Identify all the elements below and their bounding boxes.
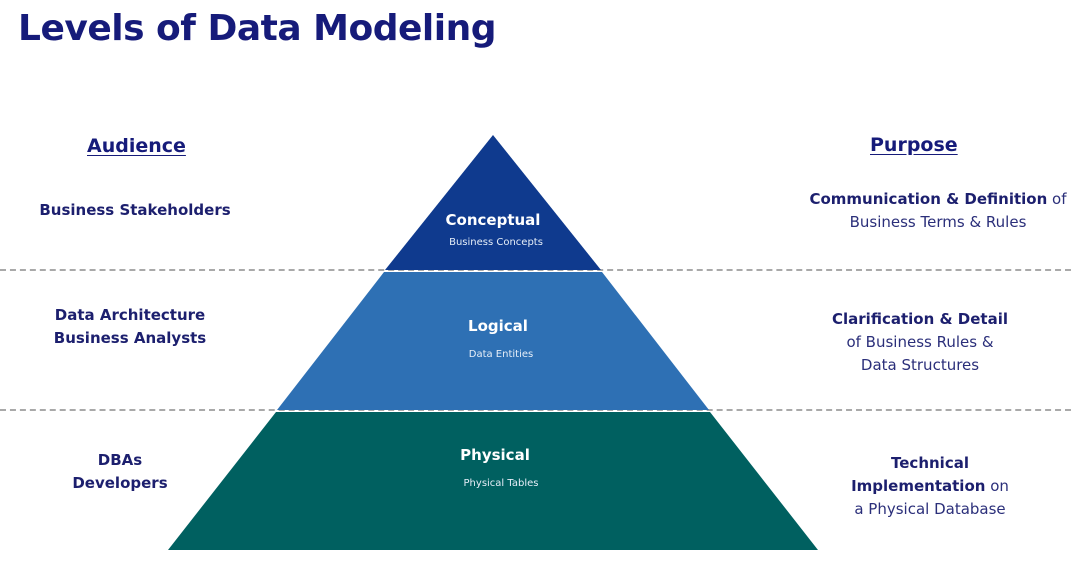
purpose-text: a Physical Database bbox=[854, 500, 1006, 518]
audience-header: Audience bbox=[87, 135, 186, 157]
audience-conceptual: Business Stakeholders bbox=[20, 199, 250, 222]
audience-line: Data Architecture bbox=[54, 306, 206, 324]
level-name-conceptual: Conceptual bbox=[445, 211, 541, 229]
audience-logical: Data Architecture Business Analysts bbox=[20, 304, 240, 350]
level-subtitle-conceptual: Business Concepts bbox=[449, 237, 543, 248]
audience-line: Business Stakeholders bbox=[39, 201, 231, 219]
pyramid-level-logical bbox=[277, 272, 709, 410]
purpose-bold: Clarification & Detail bbox=[832, 310, 1008, 328]
purpose-text: of bbox=[1047, 190, 1067, 208]
pyramid-level-conceptual bbox=[385, 135, 601, 270]
purpose-bold: Implementation bbox=[851, 477, 986, 495]
level-subtitle-physical: Physical Tables bbox=[463, 478, 539, 489]
purpose-logical: Clarification & Detail of Business Rules… bbox=[780, 308, 1060, 377]
purpose-text: on bbox=[985, 477, 1009, 495]
level-name-physical: Physical bbox=[460, 446, 530, 464]
audience-physical: DBAs Developers bbox=[20, 449, 220, 495]
purpose-text: Business Terms & Rules bbox=[849, 213, 1027, 231]
audience-line: Developers bbox=[72, 474, 168, 492]
pyramid-level-physical bbox=[168, 412, 818, 550]
level-subtitle-logical: Data Entities bbox=[468, 349, 534, 360]
purpose-conceptual: Communication & Definition of Business T… bbox=[798, 188, 1071, 234]
purpose-physical: Technical Implementation on a Physical D… bbox=[790, 452, 1070, 521]
purpose-text: of Business Rules & bbox=[846, 333, 994, 351]
purpose-header: Purpose bbox=[870, 134, 958, 156]
purpose-bold: Communication & Definition bbox=[809, 190, 1048, 208]
page-title: Levels of Data Modeling bbox=[18, 8, 497, 49]
purpose-text: Data Structures bbox=[860, 356, 980, 374]
purpose-bold: Technical bbox=[891, 454, 969, 472]
level-name-logical: Logical bbox=[468, 317, 528, 335]
audience-line: DBAs bbox=[97, 451, 143, 469]
audience-line: Business Analysts bbox=[53, 329, 207, 347]
